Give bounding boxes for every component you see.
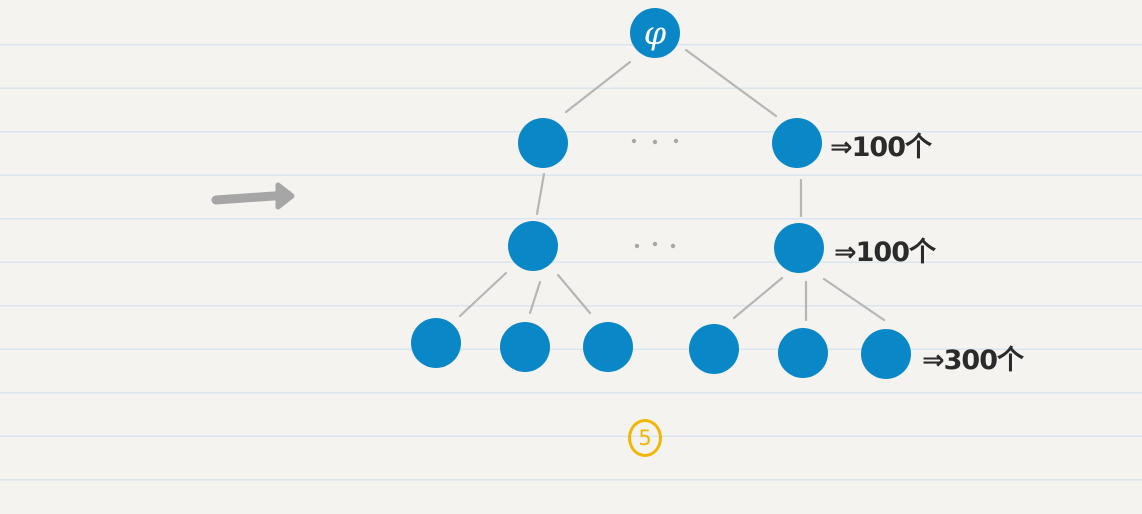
right-arrow-icon — [211, 182, 295, 210]
edge-l2-right-a — [732, 276, 784, 320]
edge-root-right — [684, 48, 778, 118]
level-2-node-left — [508, 221, 558, 271]
leaf-node-4 — [689, 324, 739, 374]
level-3-count-label: ⇒300个 — [922, 345, 1024, 376]
leaf-node-2 — [500, 322, 550, 372]
edge-root-left — [564, 60, 632, 114]
edge-l2-right-c — [822, 277, 886, 322]
edge-l2-left-a — [458, 271, 508, 318]
root-node — [630, 8, 680, 58]
edge-l2-left-b — [528, 280, 542, 315]
level-1-node-left — [518, 118, 568, 168]
ellipsis-level-1 — [631, 138, 679, 145]
level-2-node-right — [774, 223, 824, 273]
level-2-count-label: ⇒100个 — [834, 237, 936, 268]
ellipsis-level-2 — [634, 241, 676, 249]
level-1-node-right — [772, 118, 822, 168]
edge-l2-left-c — [556, 273, 592, 315]
leaf-node-6 — [861, 329, 911, 379]
step-marker: 5 — [628, 419, 662, 457]
level-1-count-label: ⇒100个 — [830, 132, 932, 163]
root-symbol: φ — [643, 14, 667, 52]
leaf-node-1 — [411, 318, 461, 368]
leaf-node-5 — [778, 328, 828, 378]
leaf-node-3 — [583, 322, 633, 372]
edge-l1-left-down — [535, 172, 546, 216]
